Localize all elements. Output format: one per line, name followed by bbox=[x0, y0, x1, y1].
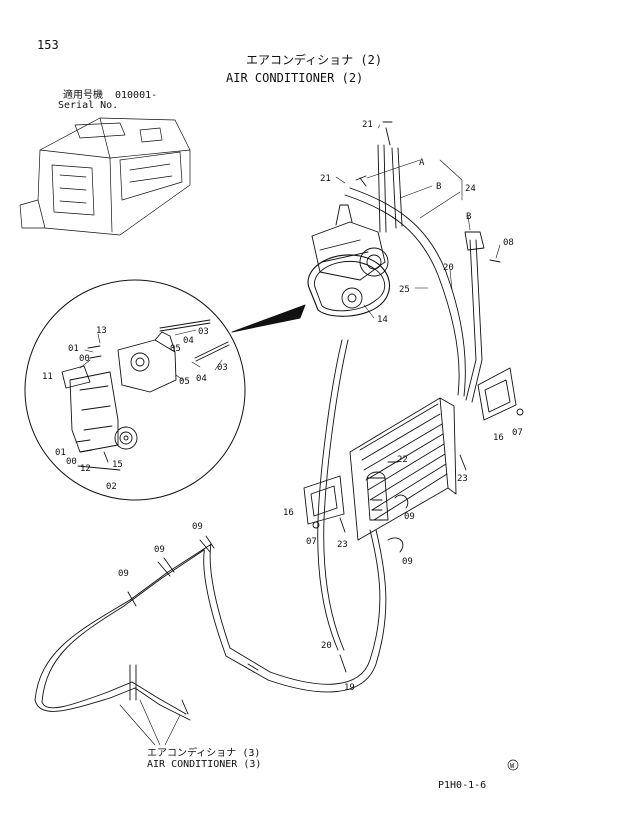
callout-label: 09 bbox=[154, 545, 165, 555]
callout-label: 01 bbox=[68, 344, 79, 354]
callout-label: 00 bbox=[79, 354, 90, 364]
callout-label: 16 bbox=[283, 508, 294, 518]
condenser bbox=[349, 397, 457, 541]
hose-upper bbox=[355, 121, 403, 233]
callout-label: 05 bbox=[179, 377, 190, 387]
callout-label: 24 bbox=[465, 184, 476, 194]
title-jp: エアコンディショナ (2) bbox=[246, 53, 383, 67]
callout-label: 23 bbox=[337, 540, 348, 550]
callout-label: 07 bbox=[512, 428, 523, 438]
mount-plates bbox=[303, 367, 524, 529]
callout-label: 02 bbox=[106, 482, 117, 492]
callout-labels: 21 A 21 B 24 B 08 20 25 14 03 13 01 00 0… bbox=[42, 120, 523, 693]
hose-to-condenser bbox=[344, 187, 501, 403]
callout-label: 00 bbox=[66, 457, 77, 467]
registered-mark bbox=[507, 759, 519, 771]
compressor-assembly bbox=[307, 204, 390, 317]
callout-label: 04 bbox=[196, 374, 207, 384]
callout-label: A bbox=[419, 158, 425, 168]
callout-label: 03 bbox=[198, 327, 209, 337]
leader-lines bbox=[79, 124, 501, 381]
hose-lower bbox=[34, 339, 387, 721]
serial-label-en: Serial No. bbox=[58, 100, 119, 111]
callout-label: 09 bbox=[402, 557, 413, 567]
page-number: 153 bbox=[37, 38, 59, 52]
callout-label: 20 bbox=[321, 641, 332, 651]
footer-title-en: AIR CONDITIONER (3) bbox=[147, 759, 262, 770]
callout-label: 20 bbox=[443, 263, 454, 273]
callout-label: 21 bbox=[320, 174, 331, 184]
detail-circle bbox=[24, 279, 306, 501]
callout-label: B bbox=[436, 182, 441, 192]
page-code: P1H0-1-6 bbox=[438, 780, 487, 791]
callout-label: 16 bbox=[493, 433, 504, 443]
fittings bbox=[339, 454, 467, 553]
machine-thumbnail bbox=[19, 117, 191, 236]
callout-label: 09 bbox=[404, 512, 415, 522]
callout-label: 15 bbox=[112, 460, 123, 470]
callout-label: 13 bbox=[96, 326, 107, 336]
callout-label: 23 bbox=[457, 474, 468, 484]
callout-label: 05 bbox=[170, 344, 181, 354]
callout-label: 12 bbox=[80, 464, 91, 474]
callout-label: 22 bbox=[397, 455, 408, 465]
callout-label: 08 bbox=[503, 238, 514, 248]
callout-label: 07 bbox=[306, 537, 317, 547]
callout-label: B bbox=[466, 212, 471, 222]
hose-clamps bbox=[127, 535, 347, 715]
callout-label: 19 bbox=[344, 683, 355, 693]
callout-label: 09 bbox=[192, 522, 203, 532]
callout-label: 01 bbox=[55, 448, 66, 458]
title-en: AIR CONDITIONER (2) bbox=[226, 71, 364, 85]
callout-label: 11 bbox=[42, 372, 53, 382]
callout-label: 14 bbox=[377, 315, 388, 325]
callout-label: 09 bbox=[118, 569, 129, 579]
callout-label: 25 bbox=[399, 285, 410, 295]
footer-leaders bbox=[119, 699, 181, 746]
serial-label-jp: 適用号機 bbox=[63, 90, 103, 101]
callout-label: 21 bbox=[362, 120, 373, 130]
footer-title-jp: エアコンディショナ (3) bbox=[147, 748, 261, 759]
callout-label: 03 bbox=[217, 363, 228, 373]
callout-label: 04 bbox=[183, 336, 194, 346]
registered-mark-letter: W bbox=[510, 762, 515, 770]
serial-value: 010001- bbox=[115, 90, 158, 101]
